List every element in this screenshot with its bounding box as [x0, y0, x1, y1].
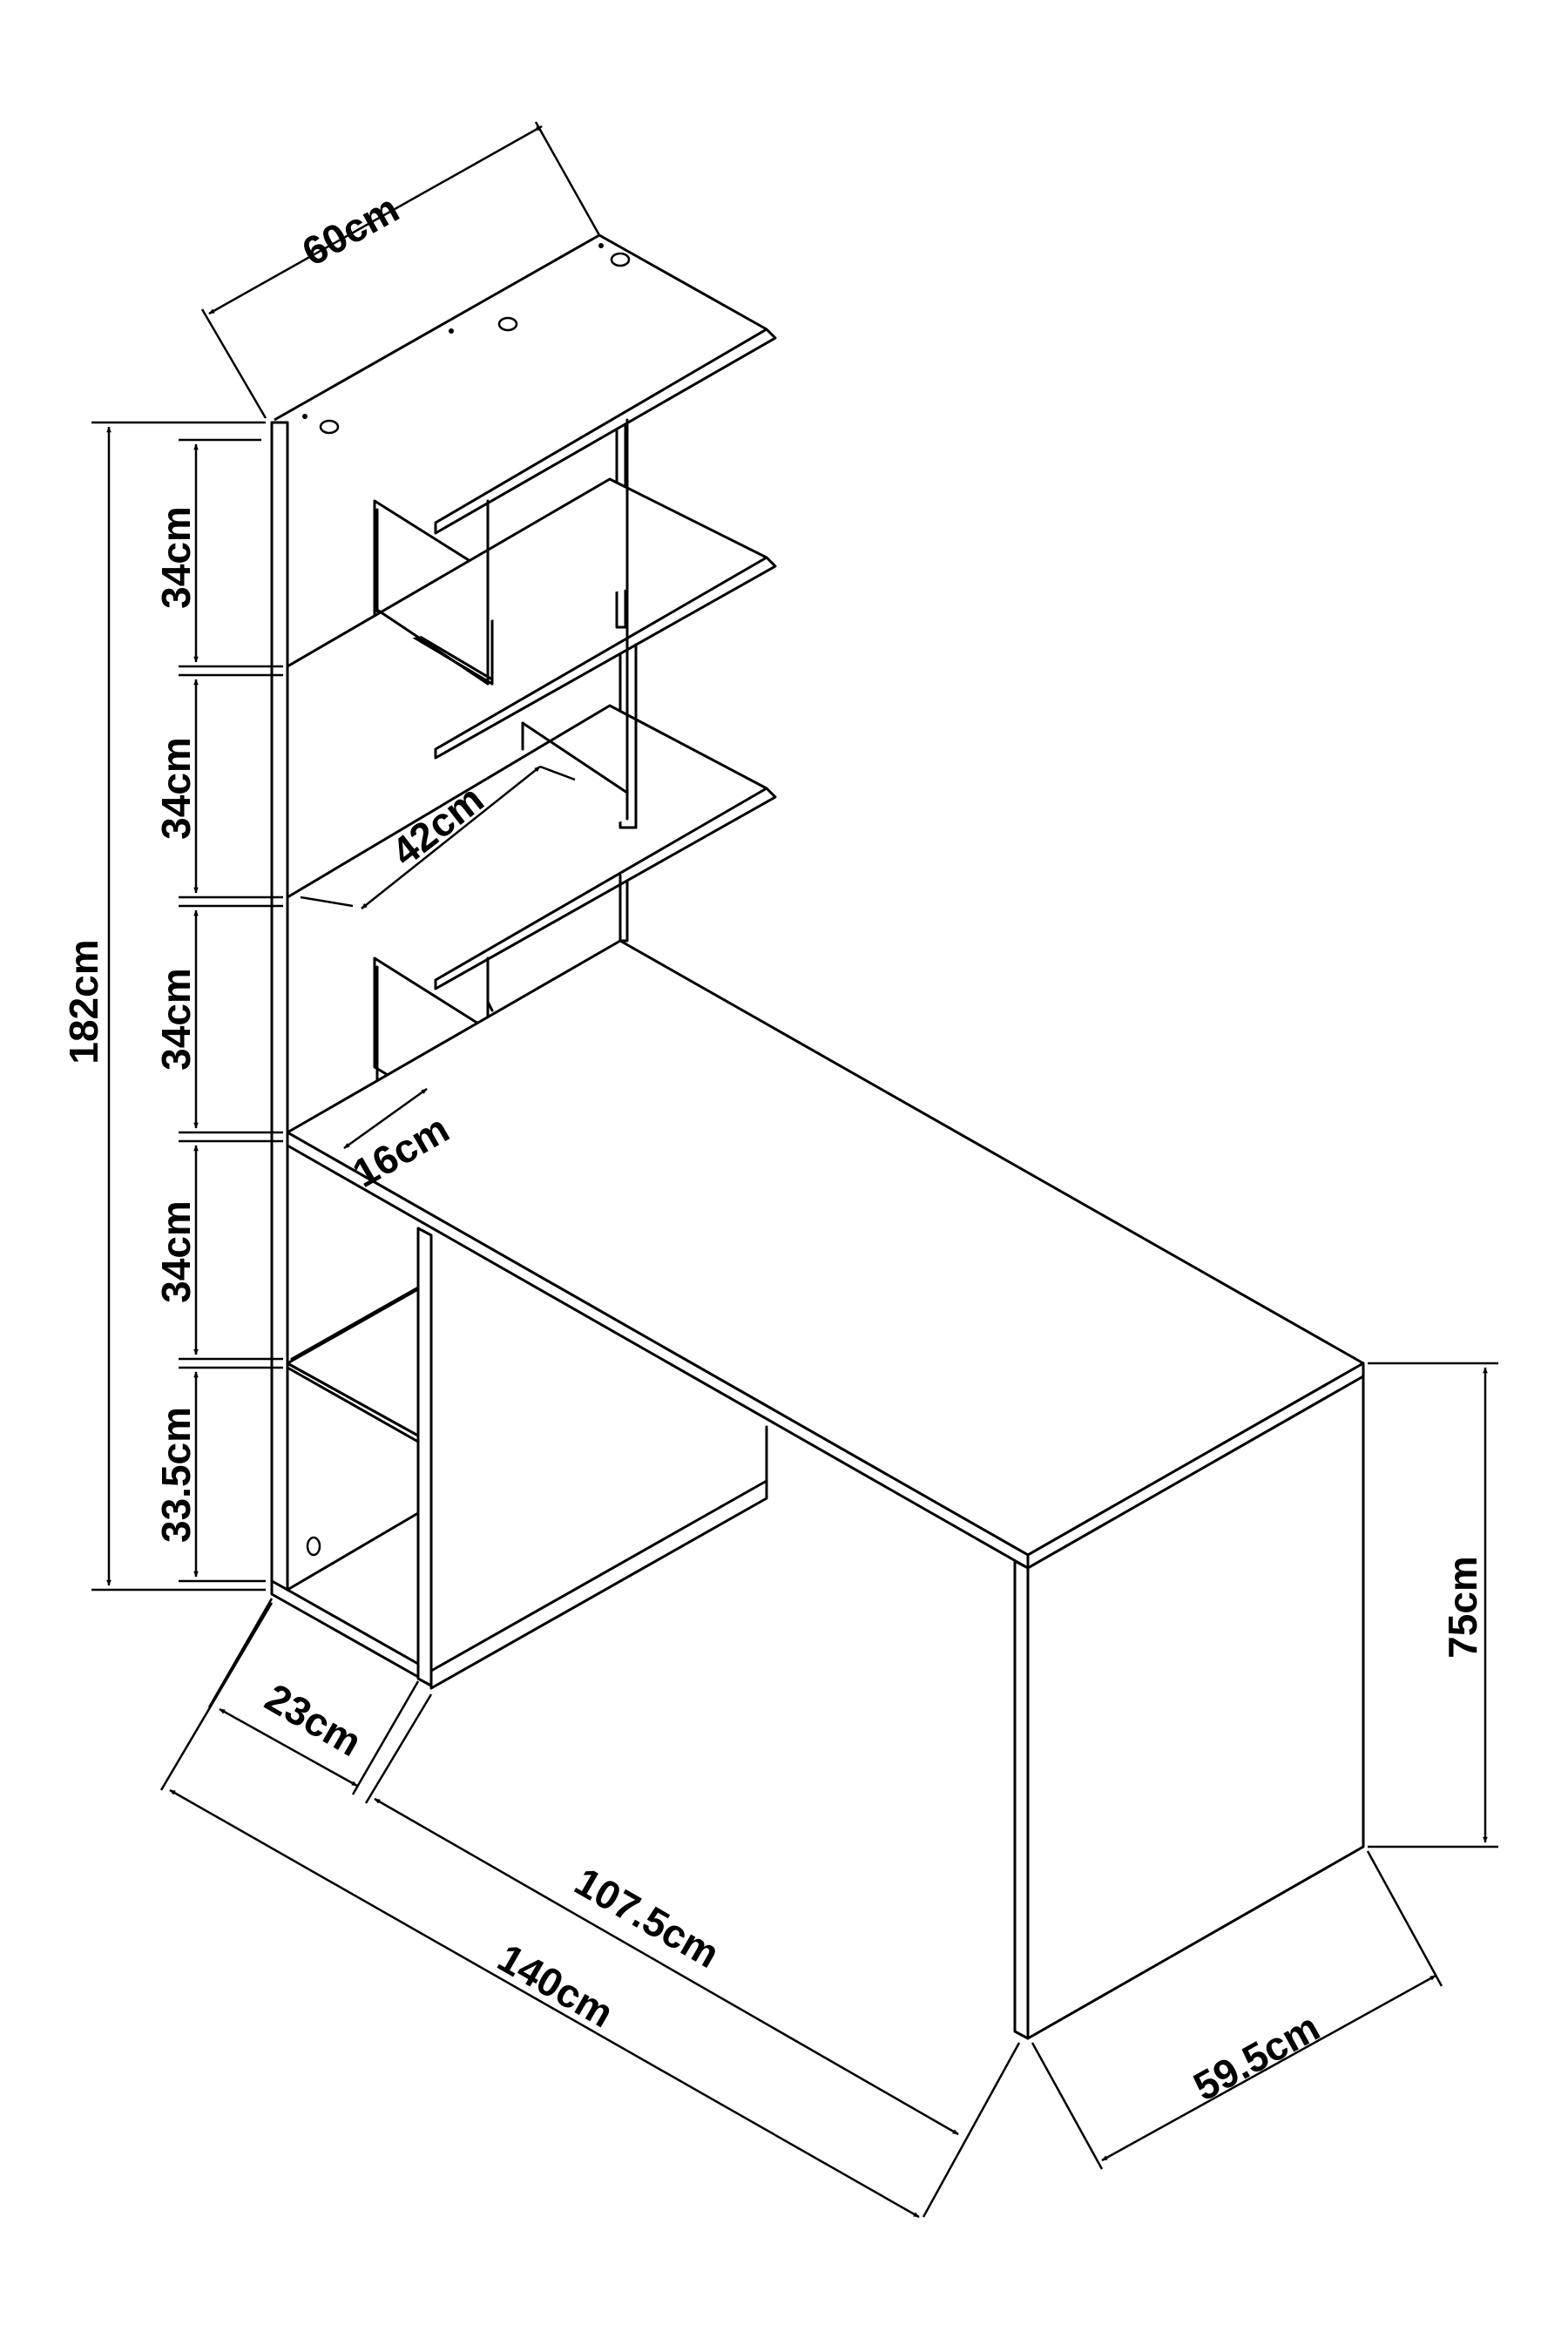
- furniture-drawing: [270, 233, 1365, 2040]
- shelf-board-3: [287, 704, 777, 990]
- shelf-board-5: [286, 1288, 420, 1437]
- dimension-lines: [91, 121, 1498, 2219]
- label-shelf-1: 34cm: [153, 506, 199, 609]
- label-total-height: 182cm: [61, 939, 106, 1064]
- left-side-panel: [270, 421, 289, 1592]
- label-total-length: 140cm: [490, 1935, 621, 2037]
- label-shelf-3: 34cm: [153, 968, 199, 1071]
- label-side-width: 23cm: [258, 1674, 369, 1765]
- label-desk-height: 75cm: [1440, 1556, 1485, 1659]
- label-desk-depth: 59.5cm: [1186, 2004, 1327, 2109]
- label-bottom-shelf: 33.5cm: [153, 1407, 199, 1543]
- label-desk-length: 107.5cm: [567, 1858, 727, 1977]
- top-shelf-board: [274, 233, 777, 535]
- lower-cabinet-inner-panel: [416, 1227, 433, 1687]
- cable-hole-3: [610, 252, 631, 267]
- right-leg-front-edge: [1013, 1559, 1030, 2040]
- shelf-board-2: [287, 477, 777, 760]
- label-top-depth: 60cm: [294, 186, 406, 275]
- cable-hole-4: [306, 1536, 321, 1557]
- lower-cabinet-back-panel: [429, 1479, 768, 1690]
- label-shelf-4: 34cm: [153, 1200, 199, 1303]
- label-shelf-2: 34cm: [153, 737, 199, 840]
- cable-hole-1: [319, 419, 340, 435]
- cable-hole-2: [497, 316, 518, 332]
- lower-cabinet-bottom: [270, 1579, 420, 1679]
